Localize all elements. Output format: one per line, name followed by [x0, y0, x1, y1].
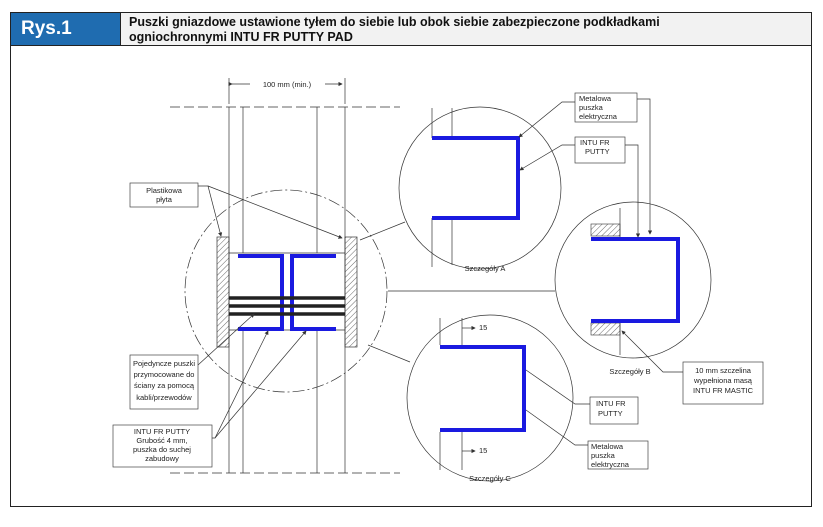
svg-text:kabli/przewodów: kabli/przewodów — [136, 393, 192, 402]
dimension-100mm: 100 mm (min.) — [228, 78, 346, 104]
svg-text:Szczegóły B: Szczegóły B — [609, 367, 650, 376]
cables — [229, 296, 345, 316]
detail-c: 15 15 Szczegóły C — [406, 314, 574, 483]
figure-number: Rys.1 — [11, 13, 121, 45]
svg-text:INTU FR: INTU FR — [596, 399, 626, 408]
svg-text:puszka do suchej: puszka do suchej — [133, 445, 191, 454]
detail-leaders — [359, 221, 555, 363]
svg-text:Plastikowa: Plastikowa — [146, 186, 183, 195]
svg-text:15: 15 — [479, 323, 487, 332]
svg-text:puszka: puszka — [579, 103, 604, 112]
svg-text:Pojedyncze puszki: Pojedyncze puszki — [133, 359, 195, 368]
svg-text:elektryczna: elektryczna — [591, 460, 630, 469]
detail-b: Szczegóły B — [554, 201, 712, 376]
svg-text:Grubość 4 mm,: Grubość 4 mm, — [136, 436, 187, 445]
svg-text:wypełniona masą: wypełniona masą — [693, 376, 753, 385]
svg-text:zabudowy: zabudowy — [145, 454, 179, 463]
svg-text:Szczegóły C: Szczegóły C — [469, 474, 511, 483]
svg-text:Metalowa: Metalowa — [591, 442, 624, 451]
svg-text:INTU FR: INTU FR — [580, 138, 610, 147]
svg-text:Szczegóły A: Szczegóły A — [465, 264, 506, 273]
svg-text:puszka: puszka — [591, 451, 616, 460]
box-right — [290, 254, 336, 331]
detail-a: Szczegóły A — [398, 106, 562, 273]
figure-header: Rys.1 Puszki gniazdowe ustawione tyłem d… — [10, 12, 812, 46]
box-left — [238, 254, 284, 331]
svg-text:PUTTY: PUTTY — [598, 409, 623, 418]
svg-text:10 mm szczelina: 10 mm szczelina — [695, 366, 752, 375]
plastic-plate-right — [344, 236, 358, 348]
plastic-plate-left — [216, 236, 230, 348]
detail-circle — [184, 189, 388, 393]
svg-text:INTU FR PUTTY: INTU FR PUTTY — [134, 427, 190, 436]
svg-text:przymocowane do: przymocowane do — [134, 370, 195, 379]
figure-title: Puszki gniazdowe ustawione tyłem do sieb… — [121, 13, 668, 45]
wall — [170, 106, 400, 474]
title-line-1: Puszki gniazdowe ustawione tyłem do sieb… — [129, 15, 660, 29]
svg-text:15: 15 — [479, 446, 487, 455]
title-line-2: ogniochronnymi INTU FR PUTTY PAD — [129, 30, 353, 44]
label-single-boxes: Pojedyncze puszki przymocowane do ściany … — [129, 313, 255, 410]
svg-text:PUTTY: PUTTY — [585, 147, 610, 156]
svg-text:płyta: płyta — [156, 195, 173, 204]
svg-text:100 mm (min.): 100 mm (min.) — [263, 80, 312, 89]
svg-text:elektryczna: elektryczna — [579, 112, 618, 121]
svg-text:INTU FR MASTIC: INTU FR MASTIC — [693, 386, 754, 395]
svg-text:Metalowa: Metalowa — [579, 94, 612, 103]
svg-text:ściany za pomocą: ściany za pomocą — [134, 381, 195, 390]
